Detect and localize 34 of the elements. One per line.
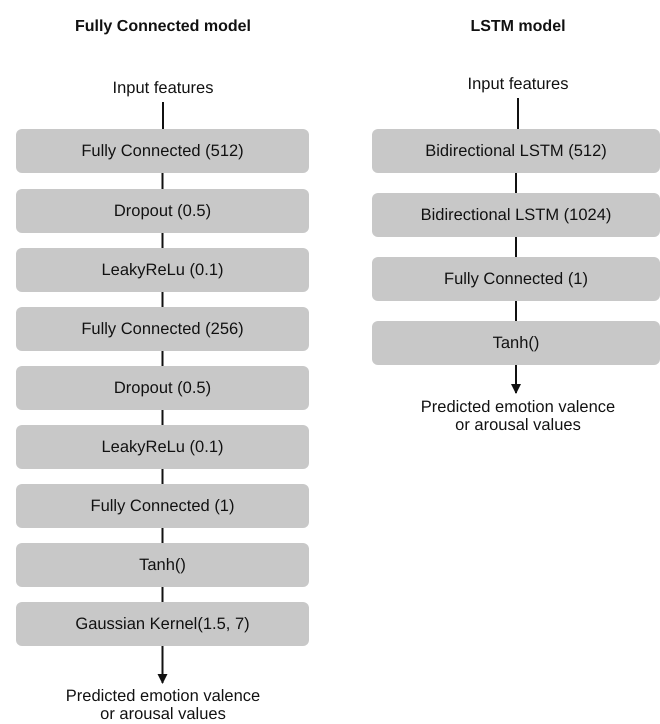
- arrow: [511, 365, 521, 394]
- layer-box: Dropout (0.5): [16, 366, 309, 410]
- connector-line: [162, 173, 164, 189]
- layer-box: Dropout (0.5): [16, 189, 309, 233]
- column-heading: Fully Connected model: [74, 18, 252, 36]
- layer-box: Bidirectional LSTM (1024): [372, 193, 660, 237]
- connector-line: [162, 233, 164, 248]
- connector-line: [162, 587, 164, 602]
- connector-line: [162, 351, 164, 366]
- layer-box: Fully Connected (512): [16, 129, 309, 173]
- column-heading: LSTM model: [469, 18, 567, 36]
- connector-line: [162, 469, 164, 484]
- layer-box: LeakyReLu (0.1): [16, 425, 309, 469]
- connector-line: [517, 98, 519, 129]
- layer-box: Fully Connected (1): [372, 257, 660, 301]
- connector-line: [515, 301, 517, 321]
- input-label: Input features: [93, 76, 233, 100]
- layer-box: Gaussian Kernel(1.5, 7): [16, 602, 309, 646]
- arrow: [158, 646, 168, 684]
- layer-box: Bidirectional LSTM (512): [372, 129, 660, 173]
- connector-line: [515, 237, 517, 257]
- connector-line: [162, 528, 164, 543]
- layer-box: Tanh(): [372, 321, 660, 365]
- layer-box: LeakyReLu (0.1): [16, 248, 309, 292]
- connector-line: [162, 292, 164, 307]
- layer-box: Fully Connected (256): [16, 307, 309, 351]
- input-label: Input features: [448, 72, 588, 96]
- layer-box: Fully Connected (1): [16, 484, 309, 528]
- output-label: Predicted emotion valence or arousal values: [413, 396, 623, 436]
- output-label: Predicted emotion valence or arousal values: [58, 686, 268, 724]
- layer-box: Tanh(): [16, 543, 309, 587]
- connector-line: [162, 102, 164, 129]
- connector-line: [515, 173, 517, 193]
- connector-line: [162, 410, 164, 425]
